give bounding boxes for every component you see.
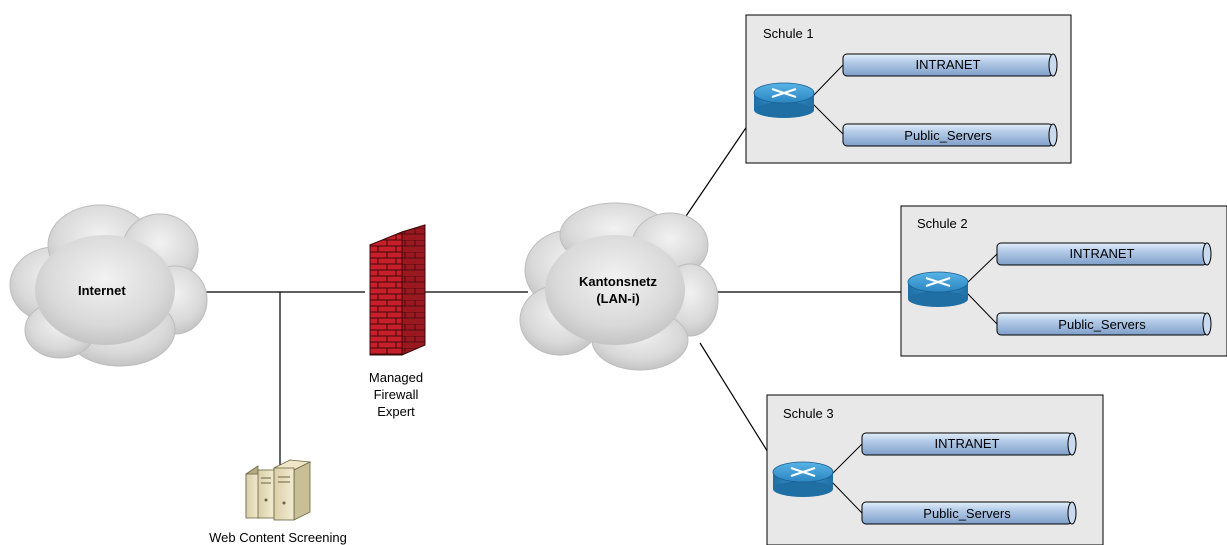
link-kantonsnetz-schule1 [681, 112, 757, 223]
server-icon [272, 459, 312, 521]
kantonsnetz-label-line1: Kantonsnetz [579, 274, 658, 289]
router-icon [753, 82, 815, 118]
internet-label: Internet [78, 283, 126, 298]
public-servers-label: Public_Servers [923, 506, 1011, 521]
public-servers-label: Public_Servers [1058, 317, 1146, 332]
school-box-2: Schule 2 INTRANET Public_Servers [900, 205, 1227, 357]
firewall-icon: Managed Firewall Expert [369, 224, 426, 419]
kantonsnetz-cloud: Kantonsnetz (LAN-i) [519, 202, 719, 371]
internet-cloud: Internet [9, 204, 208, 367]
school-name: Schule 2 [917, 216, 968, 231]
public-servers-tube: Public_Servers [842, 123, 1058, 147]
intranet-tube: INTRANET [861, 432, 1077, 456]
school-box-1: Schule 1 INTRANET Public_Servers [745, 14, 1072, 164]
school-box-3: Schule 3 INTRANET Public_Servers [766, 394, 1104, 545]
firewall-label-line3: Expert [377, 404, 415, 419]
server-icon [257, 469, 275, 519]
public-servers-label: Public_Servers [904, 128, 992, 143]
public-servers-tube: Public_Servers [861, 501, 1077, 525]
link-kantonsnetz-schule3 [699, 342, 780, 471]
intranet-label: INTRANET [1070, 246, 1135, 261]
server-stack-icon: Web Content Screening [209, 459, 347, 545]
intranet-label: INTRANET [935, 436, 1000, 451]
firewall-label-line2: Firewall [374, 387, 419, 402]
school-name: Schule 3 [783, 406, 834, 421]
router-icon [772, 461, 834, 497]
intranet-tube: INTRANET [842, 53, 1058, 77]
web-screening-label: Web Content Screening [209, 530, 347, 545]
public-servers-tube: Public_Servers [996, 312, 1212, 336]
router-icon [907, 271, 969, 307]
intranet-label: INTRANET [916, 57, 981, 72]
firewall-label-line1: Managed [369, 370, 423, 385]
school-name: Schule 1 [763, 26, 814, 41]
intranet-tube: INTRANET [996, 242, 1212, 266]
connection-lines [200, 112, 910, 471]
kantonsnetz-label-line2: (LAN-i) [596, 291, 639, 306]
